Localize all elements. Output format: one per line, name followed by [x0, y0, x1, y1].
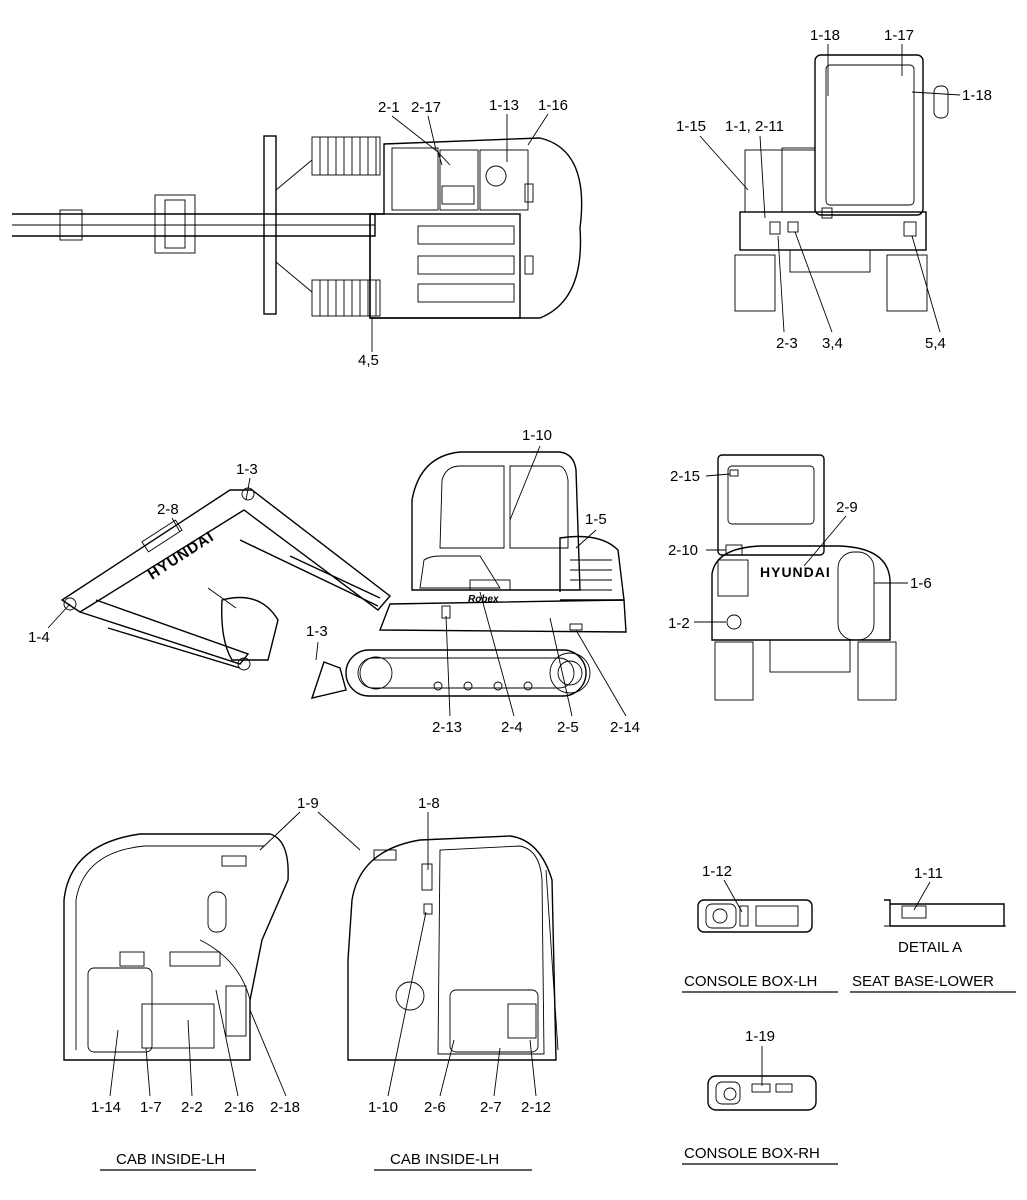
callout-2-9: 2-9	[836, 499, 858, 516]
callout-1-9: 1-9	[297, 795, 319, 812]
rear-upper-view-callouts: 1-18 1-17 1-18 1-15 1-1, 2-11 2-3 3,4 5,…	[676, 27, 992, 352]
cab-left-callouts: 1-9 1-14 1-7 2-2 2-16 2-18	[91, 795, 361, 1116]
caption-seat-base: SEAT BASE-LOWER	[852, 973, 994, 990]
callout-1-1-2-11: 1-1, 2-11	[725, 118, 784, 135]
caption-console-rh: CONSOLE BOX-RH	[684, 1145, 820, 1162]
rear-upper-view-drawing	[734, 54, 949, 312]
callout-2-8: 2-8	[157, 501, 179, 518]
callout-1-18-right: 1-18	[962, 87, 992, 104]
console-lh-drawing	[697, 899, 813, 933]
callout-1-2: 1-2	[668, 615, 690, 632]
callout-2-18: 2-18	[270, 1099, 300, 1116]
callout-2-15: 2-15	[670, 468, 700, 485]
caption-cab-left: CAB INSIDE-LH	[116, 1151, 225, 1168]
caption-detail-a: DETAIL A	[898, 939, 962, 956]
rear-view-brand: HYUNDAI	[760, 564, 831, 580]
callout-2-6: 2-6	[424, 1099, 446, 1116]
cab-right-callouts: 1-8 1-10 2-6 2-7 2-12	[368, 795, 551, 1116]
callout-1-6: 1-6	[910, 575, 932, 592]
rear-brand-text: HYUNDAI	[760, 564, 831, 580]
callout-1-3-top: 1-3	[236, 461, 258, 478]
callout-1-15: 1-15	[676, 118, 706, 135]
callout-1-7: 1-7	[140, 1099, 162, 1116]
console-rh-labels: 1-19 CONSOLE BOX-RH	[682, 1028, 838, 1165]
callout-3-4: 3,4	[822, 335, 843, 352]
top-view-drawing	[12, 135, 583, 319]
callout-1-13: 1-13	[489, 97, 519, 114]
rear-view-drawing	[711, 454, 897, 701]
caption-console-lh: CONSOLE BOX-LH	[684, 973, 817, 990]
callout-5-4: 5,4	[925, 335, 946, 352]
callout-1-4: 1-4	[28, 629, 50, 646]
callout-1-14: 1-14	[91, 1099, 121, 1116]
callout-1-8: 1-8	[418, 795, 440, 812]
top-view-callouts: 2-1 2-17 1-13 1-16 4,5	[358, 97, 568, 369]
callout-2-13: 2-13	[432, 719, 462, 736]
seat-base-labels: 1-11 DETAIL A SEAT BASE-LOWER	[850, 865, 1016, 993]
side-view-callouts: 1-10 1-3 2-8 1-5 1-4 1-3 2-13 2-4 2-5 2-…	[28, 427, 640, 736]
callout-2-1: 2-1	[378, 99, 400, 116]
cab-right-caption: CAB INSIDE-LH	[374, 1151, 532, 1171]
caption-cab-right: CAB INSIDE-LH	[390, 1151, 499, 1168]
callout-2-4: 2-4	[501, 719, 523, 736]
cab-left-caption: CAB INSIDE-LH	[100, 1151, 256, 1171]
callout-2-7: 2-7	[480, 1099, 502, 1116]
callout-2-10: 2-10	[668, 542, 698, 559]
callout-2-14: 2-14	[610, 719, 640, 736]
callout-2-16: 2-16	[224, 1099, 254, 1116]
callout-1-3-bottom: 1-3	[306, 623, 328, 640]
callout-1-5: 1-5	[585, 511, 607, 528]
callout-1-10-cab: 1-10	[368, 1099, 398, 1116]
callout-1-10-side: 1-10	[522, 427, 552, 444]
callout-2-17: 2-17	[411, 99, 441, 116]
seat-base-drawing	[884, 899, 1006, 927]
callout-2-5: 2-5	[557, 719, 579, 736]
callout-2-12: 2-12	[521, 1099, 551, 1116]
callout-1-17: 1-17	[884, 27, 914, 44]
console-lh-labels: 1-12 CONSOLE BOX-LH	[682, 863, 838, 993]
side-logo-text: Robex	[468, 594, 499, 605]
callout-1-16: 1-16	[538, 97, 568, 114]
cab-right-drawing	[347, 835, 559, 1061]
callout-1-18-left: 1-18	[810, 27, 840, 44]
side-view-brand: HYUNDAI Robex	[141, 519, 499, 605]
callout-4-5: 4,5	[358, 352, 379, 369]
callout-1-11: 1-11	[914, 865, 943, 882]
boom-brand-text: HYUNDAI	[145, 528, 217, 583]
callout-1-12: 1-12	[702, 863, 732, 880]
rear-view-callouts: 2-15 2-9 2-10 1-6 1-2	[668, 468, 932, 632]
side-view-drawing	[60, 451, 627, 699]
cab-left-drawing	[63, 833, 289, 1061]
callout-1-19: 1-19	[745, 1028, 775, 1045]
callout-2-2: 2-2	[181, 1099, 203, 1116]
callout-2-3: 2-3	[776, 335, 798, 352]
